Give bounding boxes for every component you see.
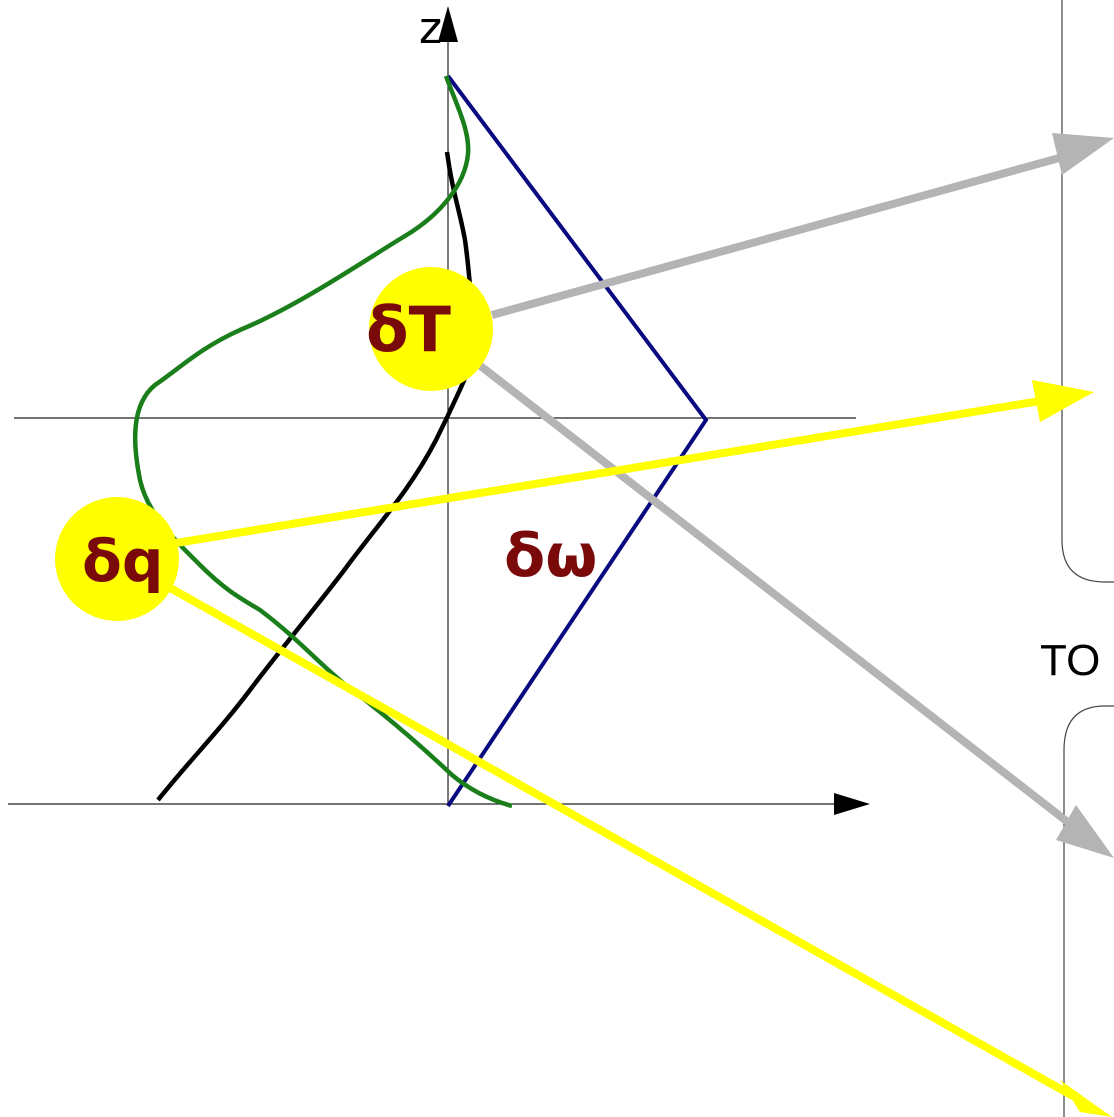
green-curve	[132, 75, 513, 809]
delta-q-label: δq	[82, 527, 163, 595]
side-text: TO	[1040, 636, 1100, 685]
z-axis-arrowhead	[438, 6, 458, 42]
grey-arrow-upper	[490, 133, 1114, 319]
lower-bracket	[1063, 705, 1114, 1117]
upper-bracket	[1061, 0, 1114, 583]
blue-triangle	[446, 74, 709, 808]
z-axis-label: z	[419, 3, 442, 54]
grey-arrow-lower	[475, 360, 1114, 858]
delta-T-circle	[369, 267, 493, 391]
black-curve	[156, 151, 479, 802]
delta-q-circle	[55, 497, 179, 621]
yellow-arrow-lower	[163, 581, 1112, 1117]
delta-omega-label: δω	[504, 521, 597, 591]
yellow-arrow-upper	[169, 380, 1094, 548]
delta-T-label: δT	[366, 293, 451, 366]
x-axis-arrowhead	[834, 793, 870, 815]
